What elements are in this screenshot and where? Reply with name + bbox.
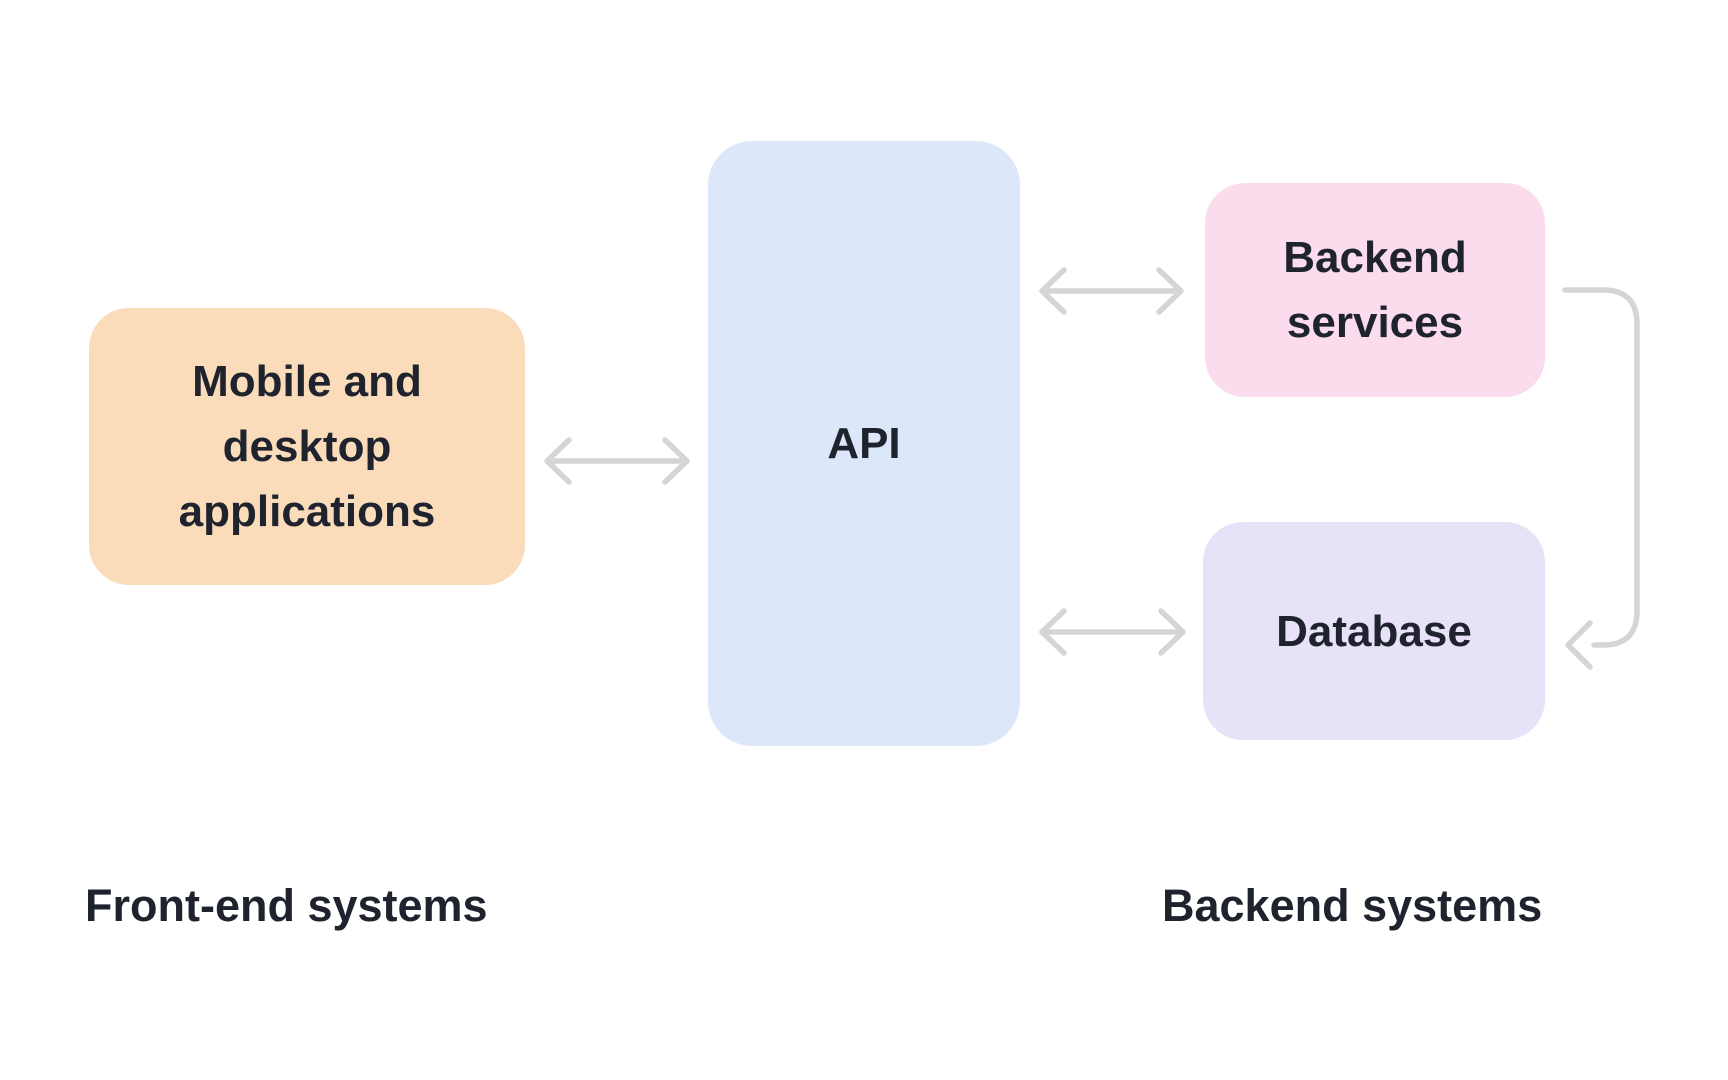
node-database: Database	[1203, 522, 1545, 740]
api-backend-services-double-arrow	[1039, 267, 1184, 315]
node-mobile-desktop-applications-label: Mobile and desktop applications	[178, 357, 436, 536]
backend-services-database-connector	[1562, 287, 1640, 670]
backend-systems-group-label: Backend systems	[1162, 880, 1543, 931]
node-api: API	[708, 141, 1020, 746]
frontend-systems-group-label: Front-end systems	[85, 880, 488, 931]
node-backend-services-label: Backend services	[1283, 233, 1467, 347]
frontend-api-double-arrow	[544, 437, 690, 485]
node-mobile-desktop-applications: Mobile and desktop applications	[89, 308, 525, 585]
api-database-double-arrow	[1039, 608, 1186, 656]
node-database-label: Database	[1276, 606, 1472, 656]
node-api-label: API	[827, 419, 901, 468]
node-backend-services: Backend services	[1205, 183, 1545, 397]
